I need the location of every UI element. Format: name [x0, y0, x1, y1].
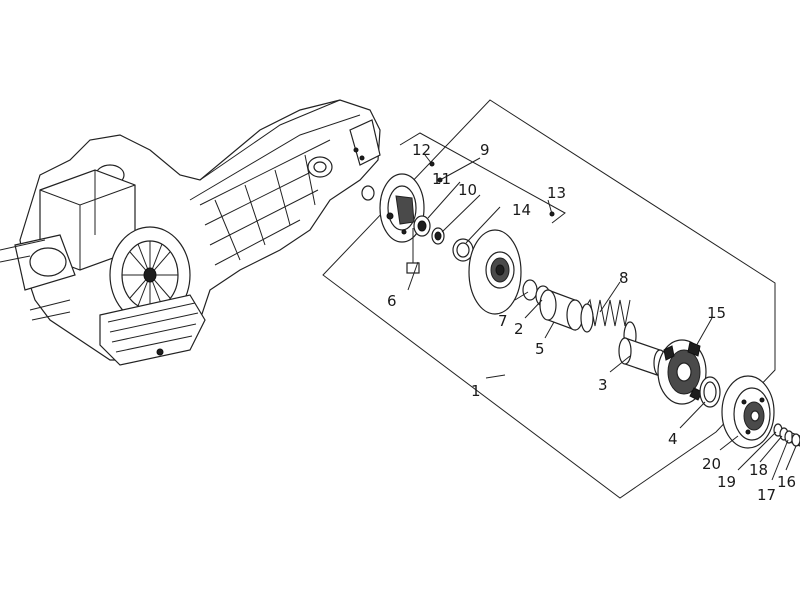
part-4-ring — [699, 376, 721, 408]
callout-13: 13 — [547, 184, 566, 202]
callout-6: 6 — [387, 292, 397, 310]
part-13-rear-pulley — [468, 229, 522, 315]
part-5-sleeve — [539, 289, 584, 331]
callout-5: 5 — [535, 340, 545, 358]
part-10-seal — [431, 227, 445, 245]
callout-4: 4 — [668, 430, 678, 448]
part-20-clutch-bell — [721, 375, 775, 449]
callout-9: 9 — [480, 141, 490, 159]
part-11-bushing — [413, 215, 431, 237]
leader-lines — [407, 154, 797, 481]
assembly-frame — [322, 99, 776, 499]
callout-15: 15 — [707, 304, 726, 322]
callout-1: 1 — [471, 382, 481, 400]
washer-part — [361, 185, 375, 201]
callout-7: 7 — [498, 312, 508, 330]
callout-16: 16 — [777, 473, 796, 491]
part-7-ring — [522, 279, 538, 301]
callout-10: 10 — [458, 181, 477, 199]
part-15-clutch — [657, 339, 707, 405]
callout-14: 14 — [512, 201, 531, 219]
engine-crankcase — [0, 99, 381, 366]
callout-labels: 1 2 3 4 5 6 7 8 9 10 11 12 13 14 15 16 1… — [387, 141, 796, 504]
callout-18: 18 — [749, 461, 768, 479]
callout-19: 19 — [717, 473, 736, 491]
group-bracket — [399, 132, 566, 224]
callout-12: 12 — [412, 141, 431, 159]
callout-3: 3 — [598, 376, 608, 394]
callout-11: 11 — [432, 170, 451, 188]
callout-20: 20 — [702, 455, 721, 473]
part-6-pin — [406, 228, 420, 274]
callout-8: 8 — [619, 269, 629, 287]
callout-2: 2 — [514, 320, 524, 338]
part-16-nut — [791, 432, 800, 447]
part-12-front-pulley — [379, 173, 425, 243]
callout-17: 17 — [757, 486, 776, 504]
